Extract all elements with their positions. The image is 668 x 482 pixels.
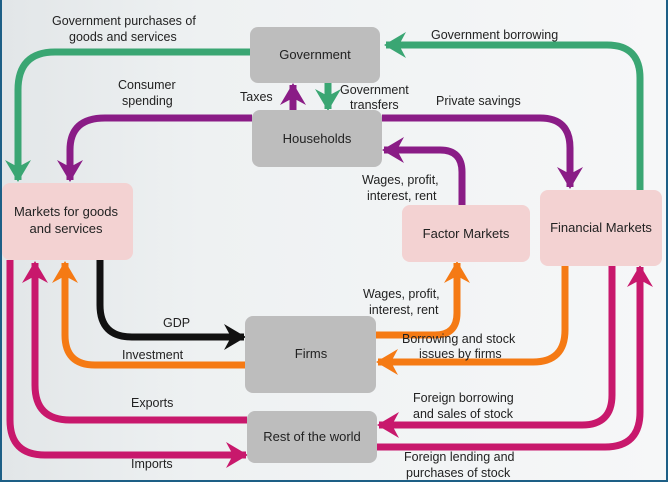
arrow-exports	[22, 261, 247, 424]
node-markets-goods-services: Markets for goods and services	[2, 183, 133, 260]
arrow-wages-to-factor	[376, 261, 470, 339]
label-foreign-lending-2: purchases of stock	[406, 466, 511, 480]
node-financial-markets: Financial Markets	[540, 190, 662, 266]
arrow-foreign-borrowing	[377, 266, 616, 438]
label-gov-purchases-2: goods and services	[69, 30, 177, 44]
label-taxes: Taxes	[240, 90, 273, 104]
svg-text:Government: Government	[279, 47, 351, 62]
label-wages-firms: Wages, profit,	[363, 287, 440, 301]
svg-text:Firms: Firms	[295, 346, 328, 361]
label-consumer-spending: Consumer	[118, 78, 176, 92]
label-gov-borrowing: Government borrowing	[431, 28, 558, 42]
arrow-gdp	[96, 260, 246, 350]
svg-text:Households: Households	[283, 131, 352, 146]
label-gov-transfers-2: transfers	[350, 98, 399, 112]
arrow-foreign-lending	[377, 265, 653, 451]
arrow-investment	[52, 261, 245, 369]
arrow-borrowing-stock	[376, 266, 569, 375]
node-factor-markets: Factor Markets	[402, 205, 530, 262]
node-government: Government	[250, 27, 380, 83]
label-gdp: GDP	[163, 316, 190, 330]
arrow-consumer-spending	[57, 114, 252, 182]
node-rest-of-world: Rest of the world	[247, 411, 377, 463]
label-foreign-borrowing-2: and sales of stock	[413, 407, 514, 421]
arrow-wages-to-households	[382, 137, 466, 205]
label-consumer-spending-2: spending	[122, 94, 173, 108]
svg-text:Rest of the world: Rest of the world	[263, 429, 361, 444]
label-gov-transfers: Government	[340, 83, 409, 97]
label-borrowing-stock: Borrowing and stock	[402, 332, 516, 346]
label-borrowing-stock-2: issues by firms	[419, 347, 502, 361]
label-imports: Imports	[131, 457, 173, 471]
label-private-savings: Private savings	[436, 94, 521, 108]
svg-text:Financial Markets: Financial Markets	[550, 220, 652, 235]
svg-text:Factor Markets: Factor Markets	[423, 226, 510, 241]
node-firms: Firms	[245, 316, 376, 393]
node-households: Households	[252, 110, 382, 167]
label-foreign-borrowing: Foreign borrowing	[413, 391, 514, 405]
label-investment: Investment	[122, 348, 184, 362]
label-wages-households-2: interest, rent	[367, 189, 437, 203]
label-gov-purchases: Government purchases of	[52, 14, 196, 28]
arrow-imports	[6, 260, 248, 468]
svg-text:and services: and services	[30, 221, 103, 236]
arrow-gov-purchases	[5, 48, 250, 182]
svg-text:Markets for goods: Markets for goods	[14, 204, 119, 219]
arrow-private-savings	[382, 114, 583, 189]
label-exports: Exports	[131, 396, 173, 410]
label-wages-households: Wages, profit,	[362, 173, 439, 187]
arrow-gov-borrowing	[384, 32, 644, 190]
label-foreign-lending: Foreign lending and	[404, 450, 515, 464]
label-wages-firms-2: interest, rent	[369, 303, 439, 317]
